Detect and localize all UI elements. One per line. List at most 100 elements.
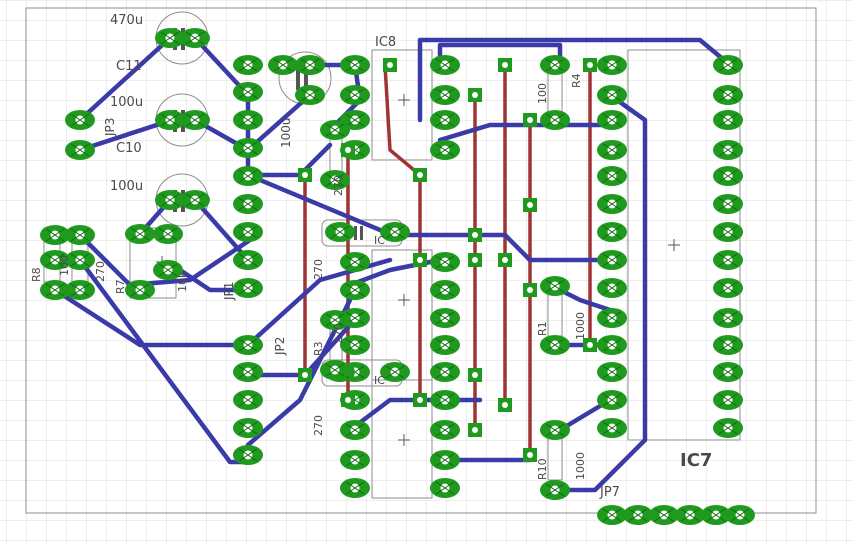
pad — [540, 55, 570, 75]
pad — [65, 140, 95, 160]
trace — [557, 92, 648, 493]
pad — [320, 170, 350, 190]
pad — [430, 308, 460, 328]
via — [383, 58, 397, 72]
label-jp1: JP1 — [222, 282, 236, 301]
pad — [649, 505, 679, 525]
via — [298, 168, 312, 182]
via — [498, 58, 512, 72]
label-c10-value: 100u — [110, 95, 143, 110]
polarity-marks — [156, 94, 680, 446]
via — [413, 168, 427, 182]
pad — [597, 110, 627, 130]
label-jp2: JP2 — [273, 337, 287, 356]
pad — [713, 418, 743, 438]
pad — [597, 85, 627, 105]
pad — [597, 140, 627, 160]
via — [413, 253, 427, 267]
via — [468, 228, 482, 242]
pad — [340, 478, 370, 498]
pad — [597, 250, 627, 270]
pad — [125, 280, 155, 300]
trace — [77, 35, 173, 123]
label-r10-value: 1000 — [574, 452, 587, 480]
pad — [155, 190, 185, 210]
pad — [430, 335, 460, 355]
pad — [713, 140, 743, 160]
pad — [597, 222, 627, 242]
pad — [597, 278, 627, 298]
pad — [597, 55, 627, 75]
via — [298, 368, 312, 382]
pad — [597, 505, 627, 525]
pad — [713, 335, 743, 355]
pad — [268, 55, 298, 75]
pad — [65, 280, 95, 300]
via — [523, 448, 537, 462]
label-r3: R3 — [312, 341, 325, 356]
label-r7: R7 — [114, 279, 127, 294]
label-r8: R8 — [30, 267, 43, 282]
label-ic-b: IC — [374, 374, 385, 387]
pad — [597, 418, 627, 438]
trace — [557, 287, 613, 313]
pad — [540, 420, 570, 440]
via — [583, 338, 597, 352]
pad — [597, 166, 627, 186]
label-c11: C11 — [116, 59, 142, 74]
pad — [713, 390, 743, 410]
pad — [430, 450, 460, 470]
board-outline — [25, 7, 817, 514]
via — [468, 253, 482, 267]
pad — [597, 390, 627, 410]
pad — [713, 278, 743, 298]
via — [468, 88, 482, 102]
pad — [233, 138, 263, 158]
pad — [430, 110, 460, 130]
via — [341, 143, 355, 157]
pad — [713, 362, 743, 382]
trace — [383, 63, 422, 402]
label-r8-value: 100 — [58, 255, 71, 276]
via — [498, 398, 512, 412]
pad — [430, 252, 460, 272]
pad — [320, 360, 350, 380]
pad — [65, 110, 95, 130]
pad — [597, 335, 627, 355]
pad — [675, 505, 705, 525]
pad — [713, 194, 743, 214]
pad — [233, 250, 263, 270]
via — [523, 113, 537, 127]
pad — [340, 55, 370, 75]
pad — [713, 250, 743, 270]
pad — [540, 276, 570, 296]
pad — [430, 362, 460, 382]
pad — [623, 505, 653, 525]
pad — [233, 166, 263, 186]
label-ic7: IC7 — [680, 450, 712, 471]
pad — [295, 85, 325, 105]
pad — [713, 110, 743, 130]
pad — [540, 110, 570, 130]
label-c10: C10 — [116, 141, 142, 156]
trace — [387, 232, 613, 263]
pad — [295, 55, 325, 75]
pad — [320, 120, 350, 140]
label-r1: R1 — [536, 321, 549, 336]
via — [413, 393, 427, 407]
pad — [40, 225, 70, 245]
trace — [437, 122, 613, 143]
pad — [233, 362, 263, 382]
pad — [125, 224, 155, 244]
trace — [77, 117, 175, 153]
pad — [597, 362, 627, 382]
pad — [340, 420, 370, 440]
via — [523, 283, 537, 297]
pad — [597, 194, 627, 214]
trace — [77, 232, 253, 288]
pad — [713, 55, 743, 75]
label-r-mid4-value: 270 — [332, 323, 345, 344]
label-c11-value: 470u — [110, 13, 143, 28]
labels: 470u C11 100u C10 100u JP3 100u IC8 IC7 … — [30, 13, 712, 500]
